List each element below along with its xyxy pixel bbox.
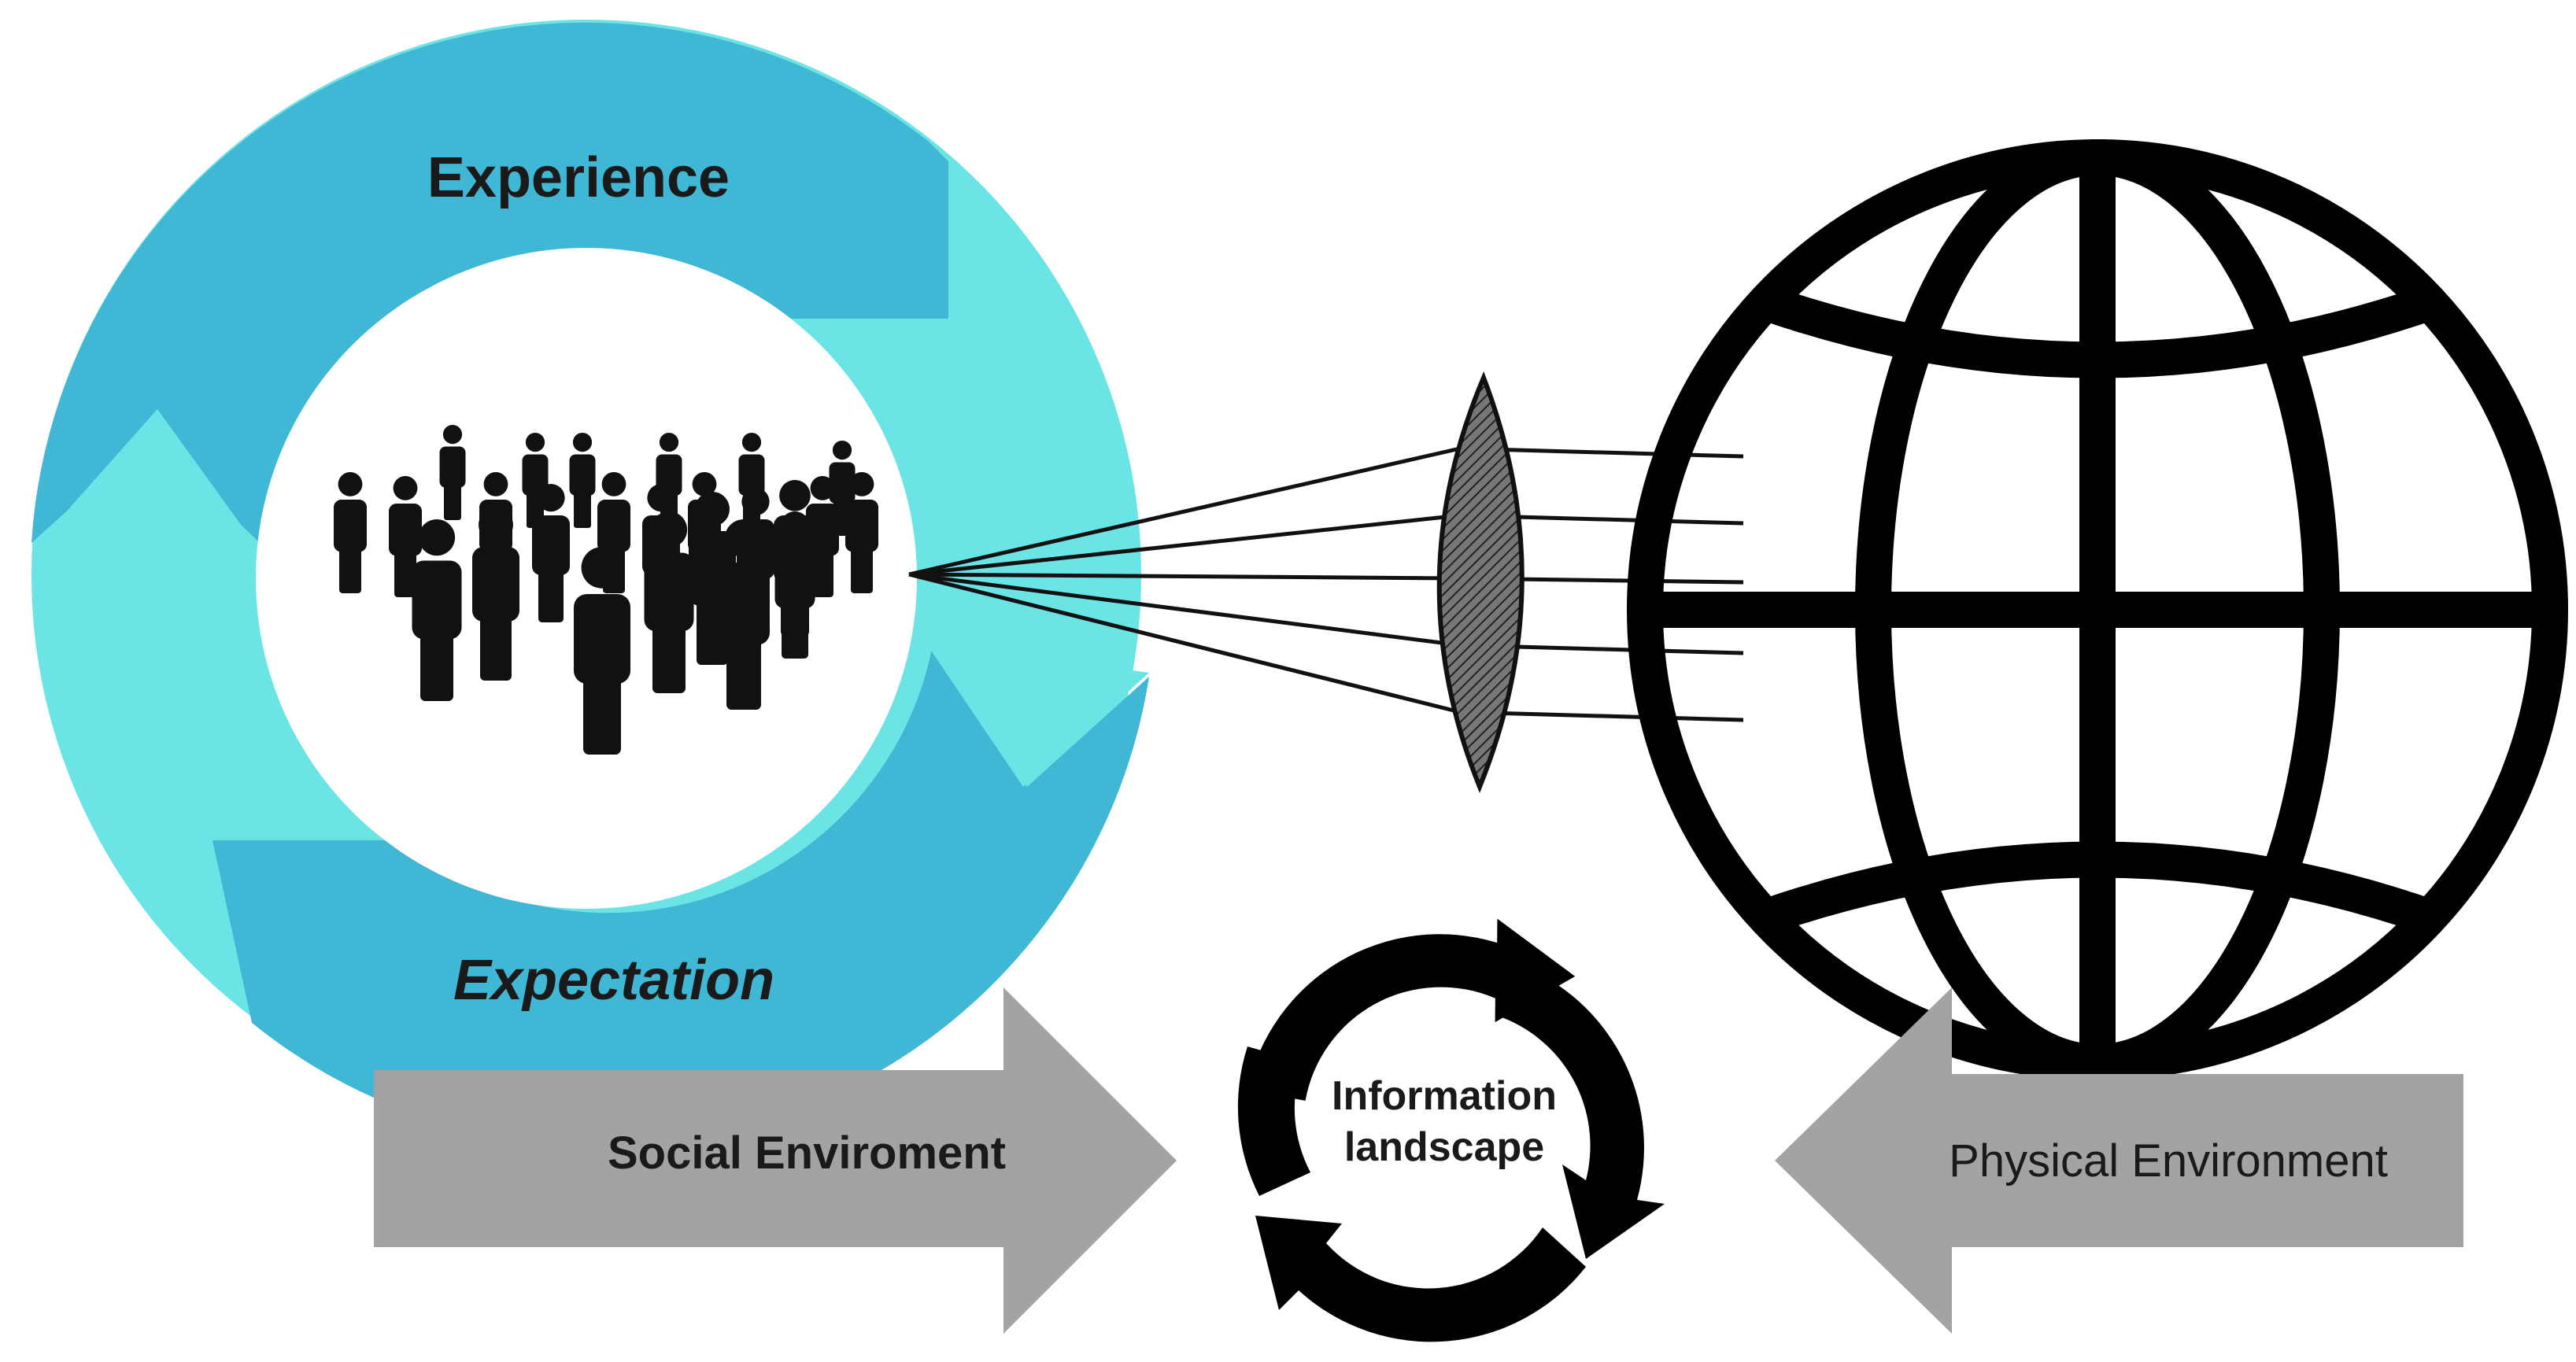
person-icon (439, 425, 466, 520)
cycle-arc-experience (31, 22, 948, 544)
social-arrow-shape (374, 987, 1177, 1334)
label-information: Information (1332, 1073, 1557, 1119)
cycle-arrowhead-left (31, 409, 260, 551)
person-icon (569, 433, 596, 528)
recycle-arrows-icon: Information landscape (1237, 918, 1665, 1342)
person-icon (472, 508, 519, 681)
person-icon (532, 484, 570, 622)
person-icon (574, 547, 630, 755)
label-expectation: Expectation (453, 949, 774, 1012)
physical-arrow-shape (1775, 987, 2463, 1334)
person-icon (718, 519, 770, 710)
cycle-arrowhead-right (925, 641, 1149, 787)
physical-environment-arrow: Physical Environment (1775, 987, 2463, 1334)
person-icon (412, 519, 462, 701)
label-experience: Experience (427, 146, 730, 209)
person-icon (806, 476, 839, 597)
person-icon (644, 511, 694, 693)
crowd-of-people-icon (334, 425, 878, 755)
label-landscape: landscape (1344, 1124, 1544, 1170)
social-environment-arrow: Social Enviroment (374, 987, 1177, 1334)
person-icon (334, 472, 367, 593)
person-icon (389, 476, 422, 597)
globe-icon (1627, 139, 2568, 1080)
person-icon (774, 480, 816, 636)
label-physical-environment: Physical Environment (1949, 1135, 2388, 1187)
cycle-arc-expectation (213, 645, 1149, 1146)
person-icon (845, 472, 878, 593)
lens-body (1436, 371, 1525, 794)
lens-icon (908, 371, 1744, 794)
light-rays (908, 446, 1744, 722)
label-social-environment: Social Enviroment (608, 1128, 1006, 1179)
